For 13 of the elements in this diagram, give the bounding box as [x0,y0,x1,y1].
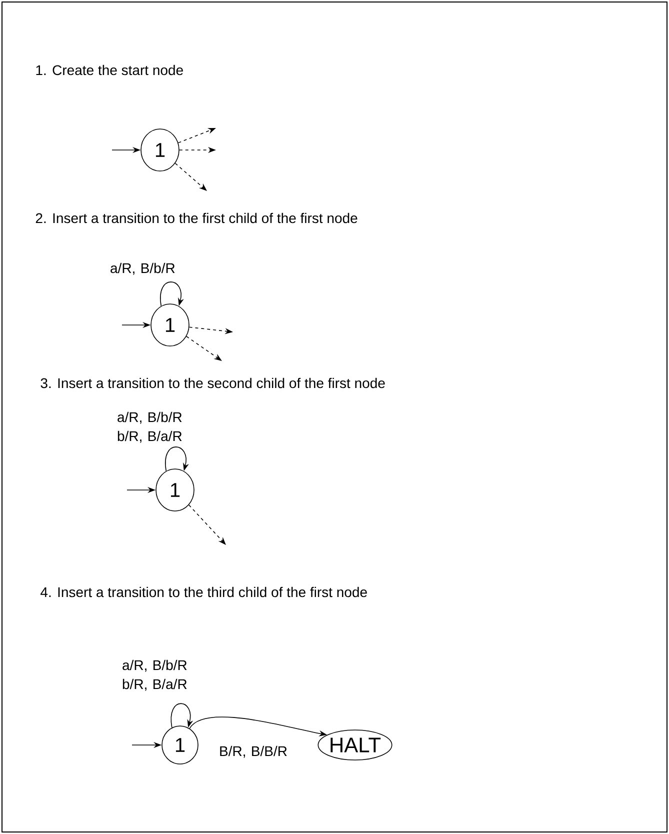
edge-label: a/R, B/b/R b/R, B/a/R [122,660,187,691]
edge-label: a/R, B/b/R [110,262,175,275]
dashed-arrow [174,162,207,191]
edge-label: B/R, B/B/R [220,746,287,758]
step-text: 1. Create the start node [36,64,183,76]
step-text: 2. Insert a transition to the first child of the first node [36,212,358,224]
step-text: 3. Insert a transition to the second child of the first node [40,378,385,388]
self-loop-arrow [170,703,194,728]
dashed-arrow [188,504,226,545]
edge-label: a/R, B/b/R b/R, B/a/R [118,412,182,443]
self-loop-arrow [160,282,184,306]
step-text: 4. Insert a transition to the third child of the first node [40,586,367,598]
self-loop-arrow [164,446,189,472]
